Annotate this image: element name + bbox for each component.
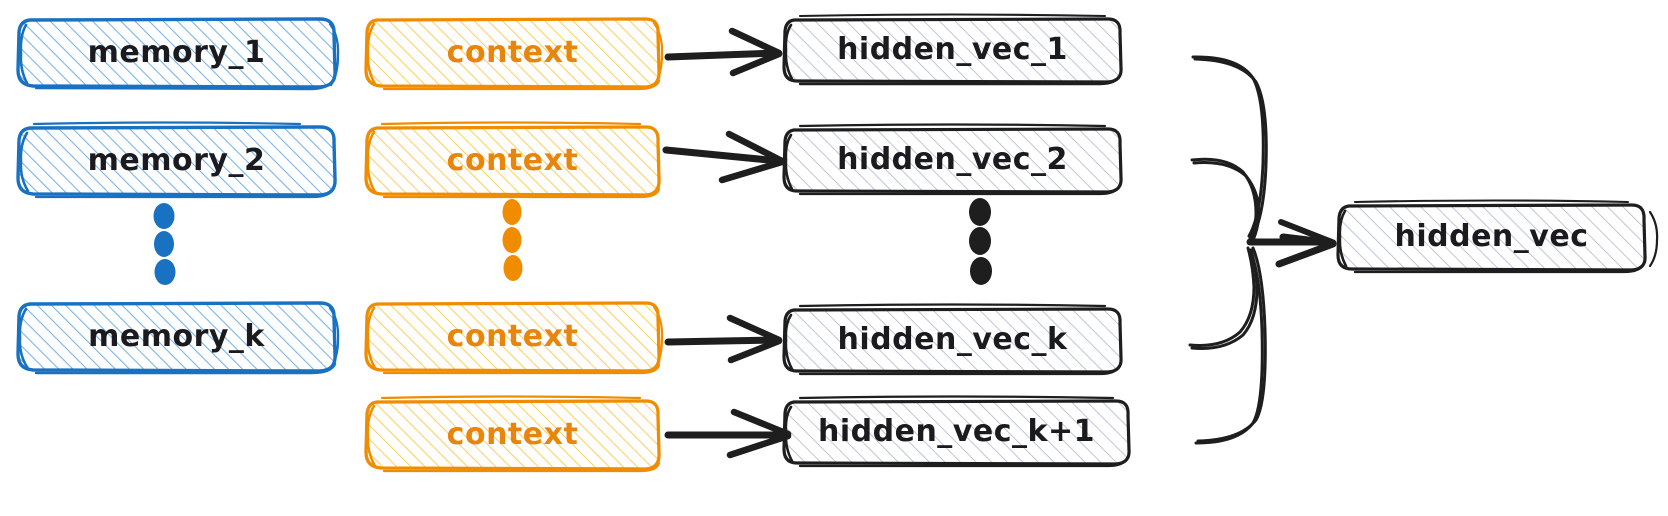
memory-2-box[interactable] — [16, 121, 337, 199]
context-ellipsis — [502, 199, 523, 281]
arrow-context-k1-to-hidden-k1-icon — [664, 408, 792, 459]
hidden-vec-k-box[interactable] — [782, 303, 1123, 376]
merge-curves — [1188, 55, 1268, 445]
context-k1-box[interactable] — [364, 395, 661, 473]
memory-1-box[interactable] — [16, 17, 340, 91]
arrow-context-k-to-hidden-k-icon — [664, 314, 783, 364]
hidden-vec-1-box[interactable] — [782, 13, 1123, 86]
merge-arrowhead-icon — [1246, 219, 1337, 268]
hidden-vec-output-box[interactable] — [1336, 199, 1659, 274]
memory-k-box[interactable] — [16, 301, 340, 375]
memory-ellipsis — [153, 203, 176, 285]
context-k-box[interactable] — [364, 301, 664, 375]
hidden-vec-ellipsis — [969, 198, 992, 285]
context-1-box[interactable] — [364, 17, 664, 91]
hidden-vec-2-box[interactable] — [782, 123, 1123, 196]
arrow-context-1-to-hidden-1-icon — [664, 27, 783, 77]
hidden-vec-k1-box[interactable] — [782, 395, 1131, 468]
arrow-context-2-to-hidden-2-icon — [662, 130, 786, 184]
context-2-box[interactable] — [364, 121, 661, 199]
